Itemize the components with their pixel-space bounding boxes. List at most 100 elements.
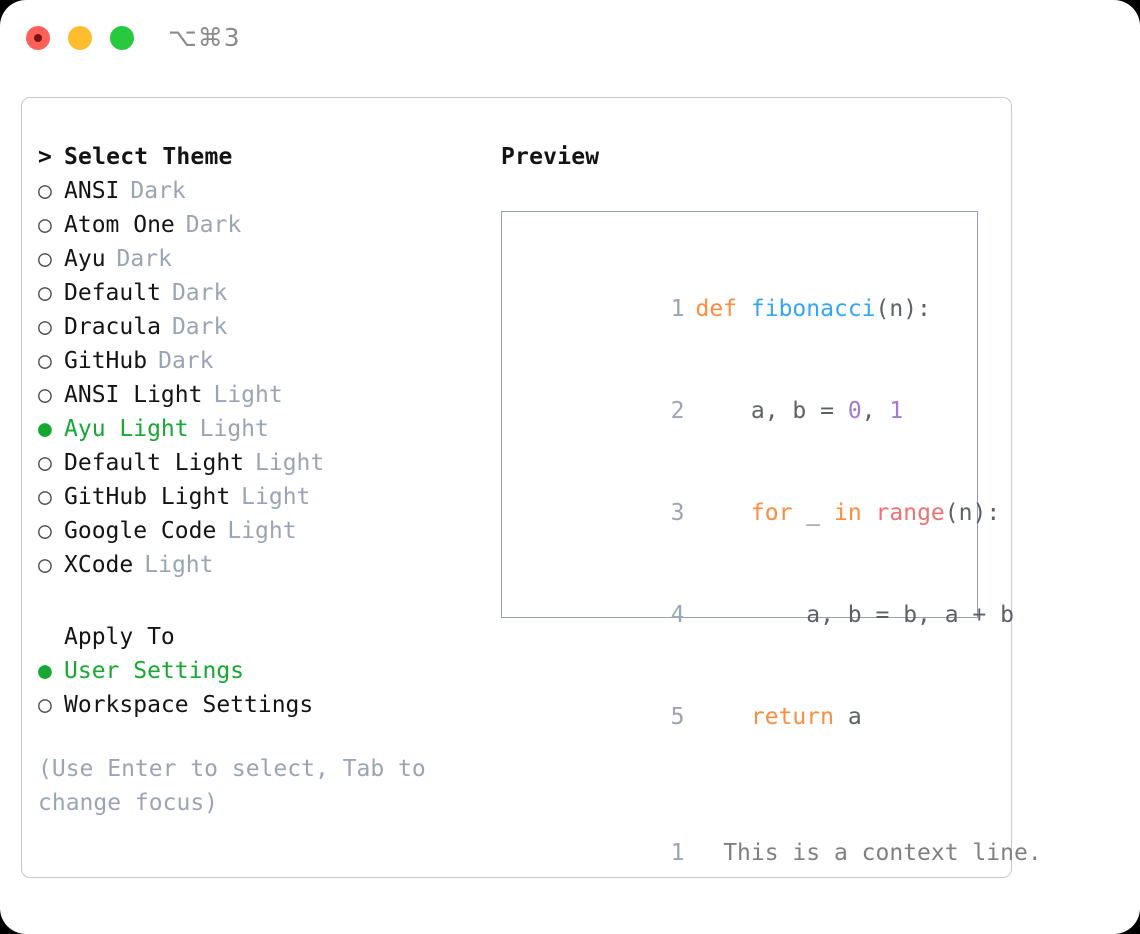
code-token: _ <box>792 500 834 526</box>
radio-icon[interactable]: ○ <box>38 178 52 204</box>
code-line: 2 a, b = 0, 1 <box>520 360 977 462</box>
code-token: def <box>695 296 738 322</box>
radio-icon[interactable]: ○ <box>38 382 52 408</box>
theme-option-ayu-dark[interactable]: ○ Ayu Dark <box>38 242 478 276</box>
theme-name: GitHub <box>64 348 148 374</box>
diff-line-deleted: 2- This line was deleted. <box>520 904 977 934</box>
theme-option-atom-one-dark[interactable]: ○ Atom One Dark <box>38 208 478 242</box>
code-token: in <box>833 500 862 526</box>
apply-to-option-label: Workspace Settings <box>64 692 314 718</box>
theme-name: Ayu Light <box>64 416 189 442</box>
theme-list: ○ ANSI Dark ○ Atom One Dark ○ Ayu Dark ○… <box>38 174 478 582</box>
code-token: 0 <box>847 398 862 424</box>
theme-option-google-code[interactable]: ○ Google Code Light <box>38 514 478 548</box>
radio-icon[interactable]: ○ <box>38 552 52 578</box>
theme-tag: Dark <box>171 314 228 340</box>
radio-icon[interactable]: ○ <box>38 484 52 510</box>
code-token: fibonacci <box>750 296 876 322</box>
radio-icon[interactable]: ○ <box>38 518 52 544</box>
theme-option-ansi-light[interactable]: ○ ANSI Light Light <box>38 378 478 412</box>
radio-icon[interactable]: ○ <box>38 692 52 718</box>
theme-tag: Dark <box>116 246 172 272</box>
code-token: , <box>861 398 890 424</box>
keyboard-hint-text: (Use Enter to select, Tab to change focu… <box>38 756 426 816</box>
theme-name: XCode <box>64 552 134 578</box>
line-number: 4 <box>670 602 685 628</box>
radio-icon[interactable]: ○ <box>38 348 52 374</box>
apply-to-option-workspace-settings[interactable]: ○ Workspace Settings <box>38 688 478 722</box>
radio-icon[interactable]: ○ <box>38 280 52 306</box>
code-token: (n): <box>944 500 1001 526</box>
radio-icon[interactable]: ○ <box>38 314 52 340</box>
theme-tag: Dark <box>158 348 214 374</box>
theme-tag: Light <box>213 382 283 408</box>
theme-tag: Light <box>255 450 325 476</box>
code-token: return <box>750 704 834 730</box>
code-token: (n): <box>875 296 931 322</box>
radio-icon[interactable]: ○ <box>38 450 52 476</box>
theme-name: Google Code <box>64 518 217 544</box>
main-panel: > Select Theme ○ ANSI Dark ○ Atom One Da… <box>21 97 1042 878</box>
code-line: 5 return a <box>520 666 977 768</box>
maximize-button[interactable] <box>110 26 134 50</box>
code-token: 1 <box>889 398 904 424</box>
apply-to-label: Apply To <box>64 624 175 650</box>
theme-option-ansi-dark[interactable]: ○ ANSI Dark <box>38 174 478 208</box>
theme-name: Default Light <box>64 450 245 476</box>
keyboard-shortcut-label: ⌥⌘3 <box>168 23 241 52</box>
code-line: 4 a, b = b, a + b <box>520 564 1014 666</box>
theme-option-ayu-light[interactable]: ● Ayu Light Light <box>38 412 478 446</box>
code-token: a <box>833 704 862 730</box>
section-spacer <box>38 582 478 620</box>
theme-option-xcode[interactable]: ○ XCode Light <box>38 548 478 582</box>
theme-option-github-dark[interactable]: ○ GitHub Dark <box>38 344 478 378</box>
diff-sign <box>695 840 723 866</box>
code-token <box>737 296 751 322</box>
title-bar: ⌥⌘3 <box>0 0 1140 78</box>
theme-name: ANSI <box>64 178 120 204</box>
theme-tag: Light <box>227 518 297 544</box>
apply-to-option-label: User Settings <box>64 658 245 684</box>
theme-option-dracula-dark[interactable]: ○ Dracula Dark <box>38 310 478 344</box>
diff-text: This is a context line. <box>723 840 1042 866</box>
theme-tag: Dark <box>185 212 242 238</box>
apply-to-list: ● User Settings ○ Workspace Settings <box>38 654 478 722</box>
theme-option-default-light[interactable]: ○ Default Light Light <box>38 446 478 480</box>
apply-to-heading: ○ Apply To <box>38 620 478 654</box>
radio-icon-selected[interactable]: ● <box>38 658 52 684</box>
theme-tag: Light <box>241 484 311 510</box>
apply-to-option-user-settings[interactable]: ● User Settings <box>38 654 478 688</box>
line-number: 1 <box>670 296 685 322</box>
theme-name: ANSI Light <box>64 382 203 408</box>
code-token: for <box>750 500 793 526</box>
code-token: a, b = <box>695 398 848 424</box>
close-button[interactable] <box>26 26 50 50</box>
theme-option-github-light[interactable]: ○ GitHub Light Light <box>38 480 478 514</box>
line-number: 2 <box>670 398 685 424</box>
window-controls <box>26 26 134 50</box>
code-token <box>695 500 750 526</box>
theme-tag: Light <box>144 552 214 578</box>
code-token <box>862 500 876 526</box>
theme-tag: Dark <box>130 178 186 204</box>
preview-spacer <box>520 768 977 802</box>
code-token: a, b = b, a + b <box>695 602 1014 628</box>
line-number: 5 <box>670 704 685 730</box>
theme-name: Atom One <box>64 212 175 238</box>
radio-icon[interactable]: ○ <box>38 246 52 272</box>
code-token: range <box>875 500 945 526</box>
spacer-marker: ○ <box>38 620 64 654</box>
minimize-button[interactable] <box>68 26 92 50</box>
theme-name: GitHub Light <box>64 484 231 510</box>
theme-list-column: > Select Theme ○ ANSI Dark ○ Atom One Da… <box>38 140 478 820</box>
theme-tag: Dark <box>171 280 228 306</box>
preview-title: Preview <box>501 144 600 170</box>
theme-option-default-dark[interactable]: ○ Default Dark <box>38 276 478 310</box>
radio-icon-selected[interactable]: ● <box>38 416 52 442</box>
theme-list-header: > Select Theme <box>38 140 478 174</box>
radio-icon[interactable]: ○ <box>38 212 52 238</box>
theme-list-header-label: Select Theme <box>64 144 233 170</box>
